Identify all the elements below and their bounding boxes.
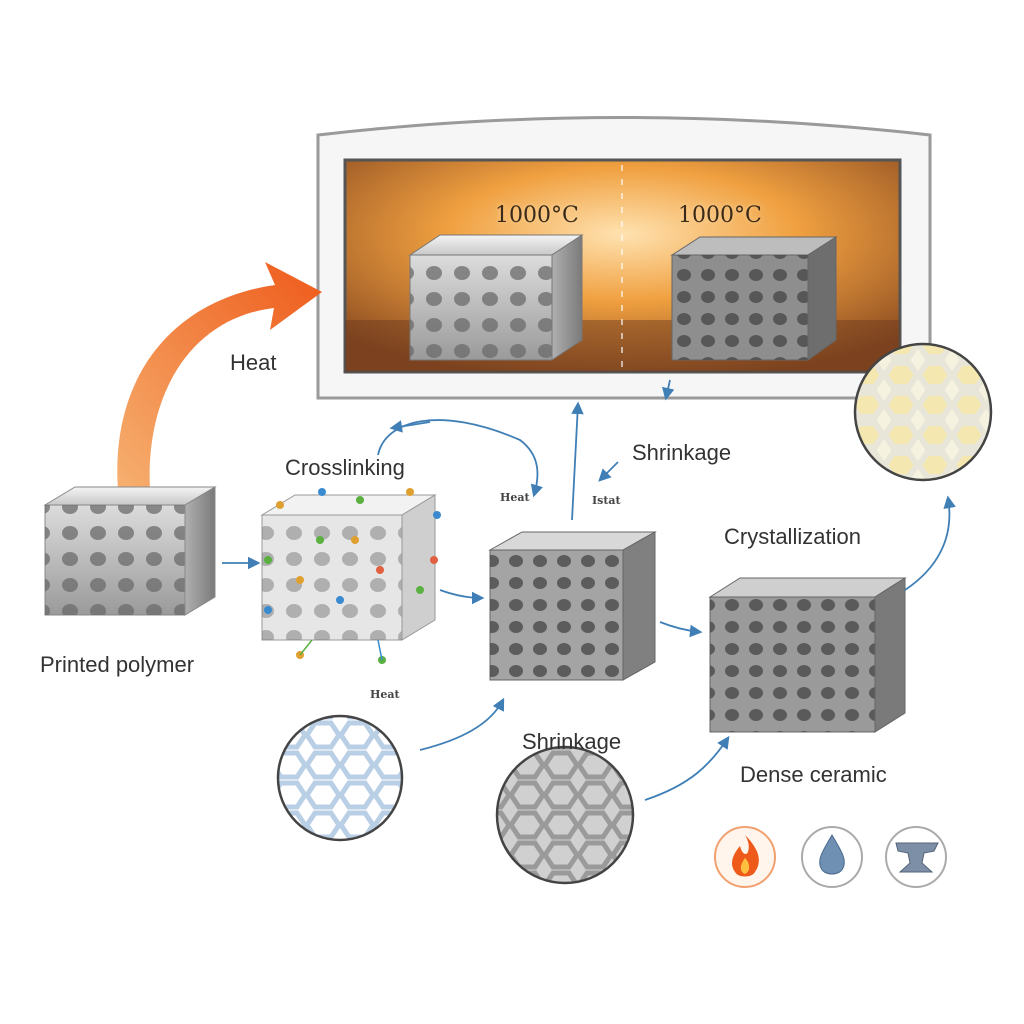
arrow-ceramic-to-zoom — [904, 495, 956, 591]
label-printed-polymer: Printed polymer — [40, 652, 195, 677]
furnace-temp-left: 1000°C — [495, 203, 579, 228]
label-crystallization: Crystallization — [724, 524, 861, 549]
arrow-shrinkage-to-ceramic — [659, 621, 703, 638]
arrow-furnace-drip — [662, 379, 675, 401]
small-tag-a: Heat — [500, 491, 530, 504]
arrow-crosslinking-back — [389, 420, 431, 433]
small-tag-c: Heat — [370, 688, 400, 701]
furnace-cube-left — [408, 234, 584, 361]
arrow-crosslinking-to-shrinkage — [439, 589, 485, 605]
dense-ceramic-cube — [708, 577, 907, 733]
label-heat: Heat — [230, 350, 277, 375]
arrow-up-to-furnace — [571, 401, 584, 521]
arrow-crosslinking-loop — [377, 419, 543, 498]
zoom-circle-shrinkage — [495, 745, 635, 885]
crosslink-molecules — [264, 488, 441, 664]
shrinkage-cube — [488, 531, 657, 681]
label-shrinkage-top: Shrinkage — [632, 440, 732, 465]
printed-polymer-cube — [43, 486, 217, 616]
heat-arrow — [117, 262, 322, 490]
flow-arrows — [222, 379, 956, 801]
anvil-icon — [885, 826, 947, 888]
fire-icon — [714, 826, 776, 888]
zoom-circle-polymer — [276, 714, 404, 842]
crosslinking-cube — [260, 488, 441, 664]
furnace-cube-right — [670, 236, 838, 361]
arrow-zoom1-to-shrinkage — [419, 697, 505, 751]
water-drop-icon — [801, 826, 863, 888]
furnace-temp-right: 1000°C — [678, 203, 762, 228]
label-dense-ceramic: Dense ceramic — [740, 762, 887, 787]
label-shrinkage-bottom: Shrinkage — [522, 729, 622, 754]
arrow-shrinkage-in — [598, 461, 619, 482]
label-crosslinking: Crosslinking — [285, 455, 405, 480]
zoom-circle-crystallization — [853, 342, 993, 482]
small-tag-b: Istat — [592, 494, 621, 507]
arrow-zoom2-to-ceramic — [644, 735, 730, 801]
